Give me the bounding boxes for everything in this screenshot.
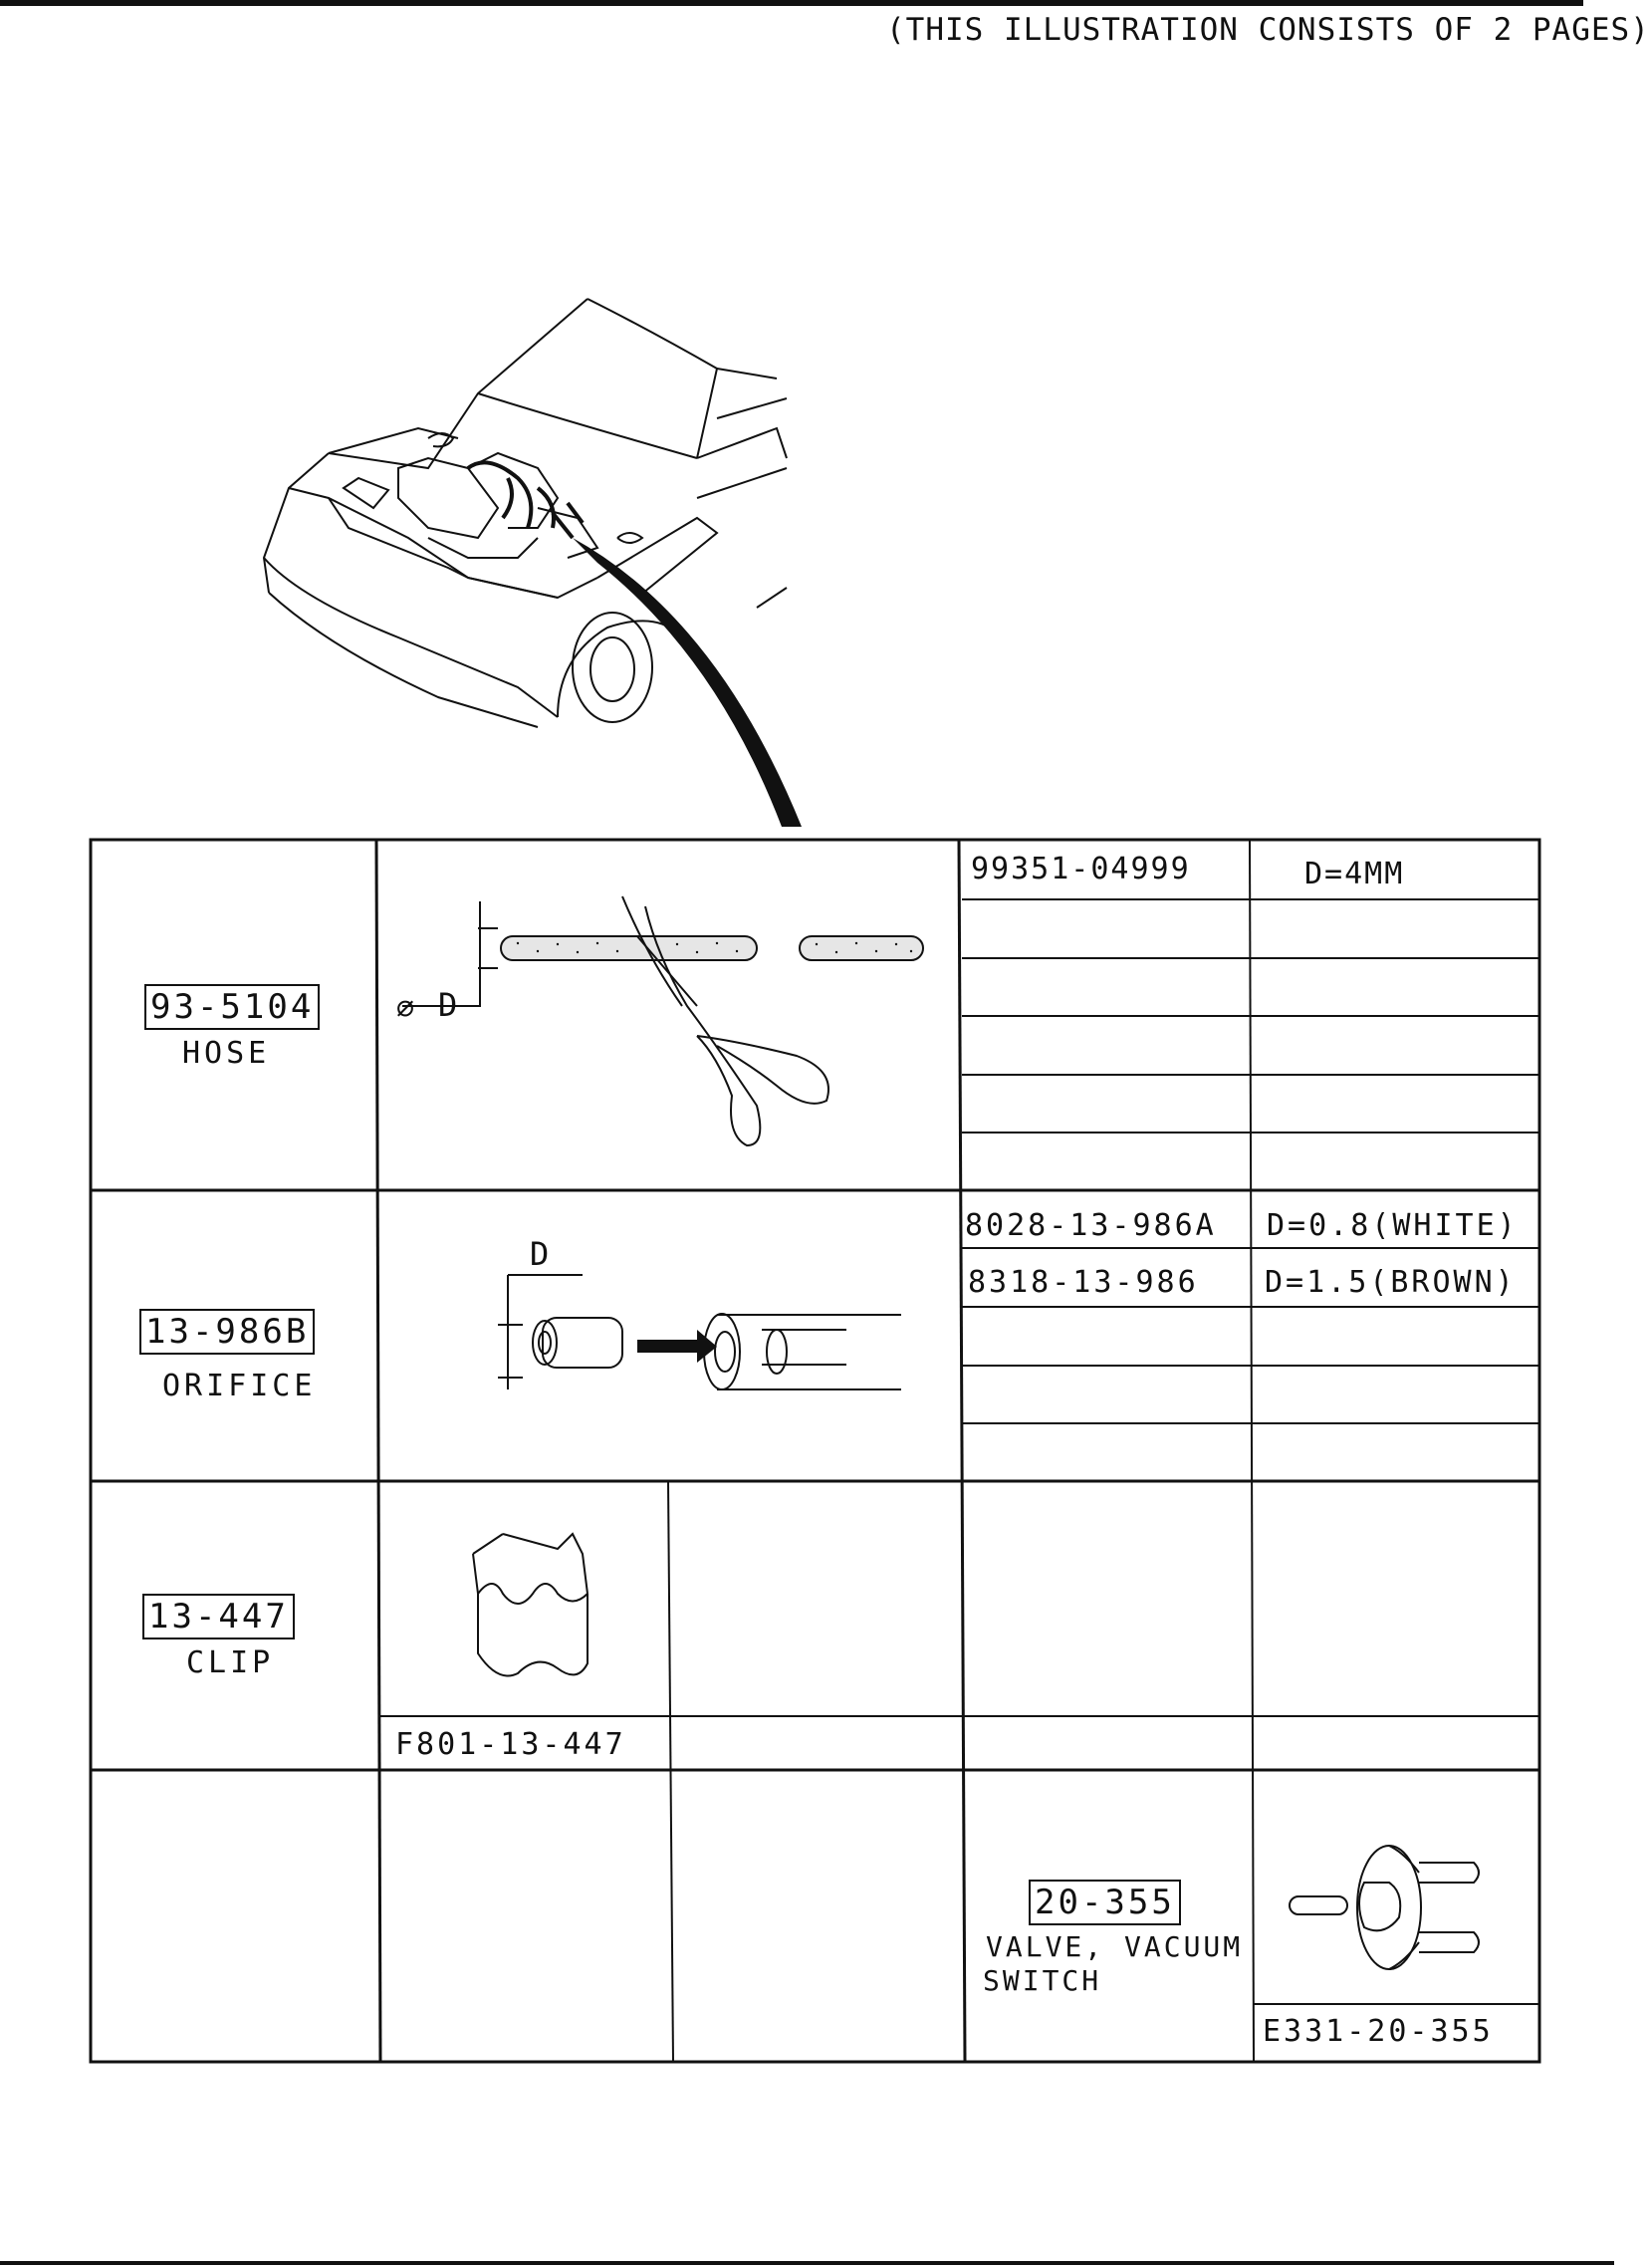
- top-rule: [0, 0, 1583, 6]
- valve-name-line2: SWITCH: [983, 1964, 1102, 1997]
- orifice-dimension-label: D: [530, 1235, 552, 1273]
- hose-spec: D=4MM: [1304, 857, 1405, 891]
- orifice-code: 13-986B: [139, 1309, 316, 1355]
- orifice-spec-1: D=0.8(WHITE): [1267, 1208, 1519, 1243]
- hose-code: 93-5104: [144, 984, 321, 1030]
- orifice-drawing: [498, 1274, 901, 1390]
- bottom-rule: [0, 2261, 1614, 2265]
- orifice-part-number-2: 8318-13-986: [968, 1265, 1199, 1300]
- parts-table-grid: [89, 838, 1541, 2064]
- orifice-arrow: [637, 1330, 717, 1363]
- orifice-part-number-1: 8028-13-986A: [965, 1208, 1217, 1243]
- car-illustration: [262, 298, 788, 728]
- hose-dots: [516, 941, 913, 954]
- orifice-spec-2: D=1.5(BROWN): [1265, 1265, 1517, 1300]
- hose-drawing: [402, 895, 924, 1147]
- hose-part-number: 99351-04999: [971, 852, 1191, 886]
- illustration-canvas: [89, 298, 1541, 2064]
- car-engine-detail: [466, 460, 585, 540]
- valve-part-number: E331-20-355: [1263, 2014, 1494, 2049]
- clip-drawing: [472, 1532, 589, 1677]
- valve-name-line1: VALVE, VACUUM: [986, 1930, 1244, 1963]
- clip-name: CLIP: [186, 1645, 275, 1680]
- page-count-note: (THIS ILLUSTRATION CONSISTS OF 2 PAGES): [886, 12, 1650, 48]
- hose-name: HOSE: [182, 1036, 271, 1071]
- valve-code: 20-355: [1029, 1880, 1181, 1925]
- clip-code: 13-447: [142, 1594, 295, 1639]
- pointer-arrow: [573, 538, 802, 827]
- hose-dimension-symbol: ⌀: [396, 991, 417, 1026]
- orifice-name: ORIFICE: [162, 1369, 317, 1403]
- valve-drawing: [1289, 1845, 1480, 1970]
- clip-part-number: F801-13-447: [395, 1727, 626, 1762]
- hose-dimension-label: D: [438, 986, 460, 1024]
